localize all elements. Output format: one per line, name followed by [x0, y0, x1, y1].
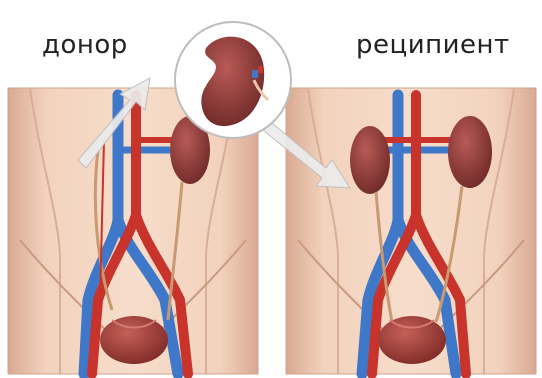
donor-bladder [100, 316, 168, 364]
recipient-kidney-right [448, 116, 492, 188]
magnified-kidney-callout [175, 22, 291, 138]
recipient-kidney-left [350, 126, 390, 194]
recipient-bladder [378, 316, 446, 364]
recipient-torso [286, 88, 536, 374]
